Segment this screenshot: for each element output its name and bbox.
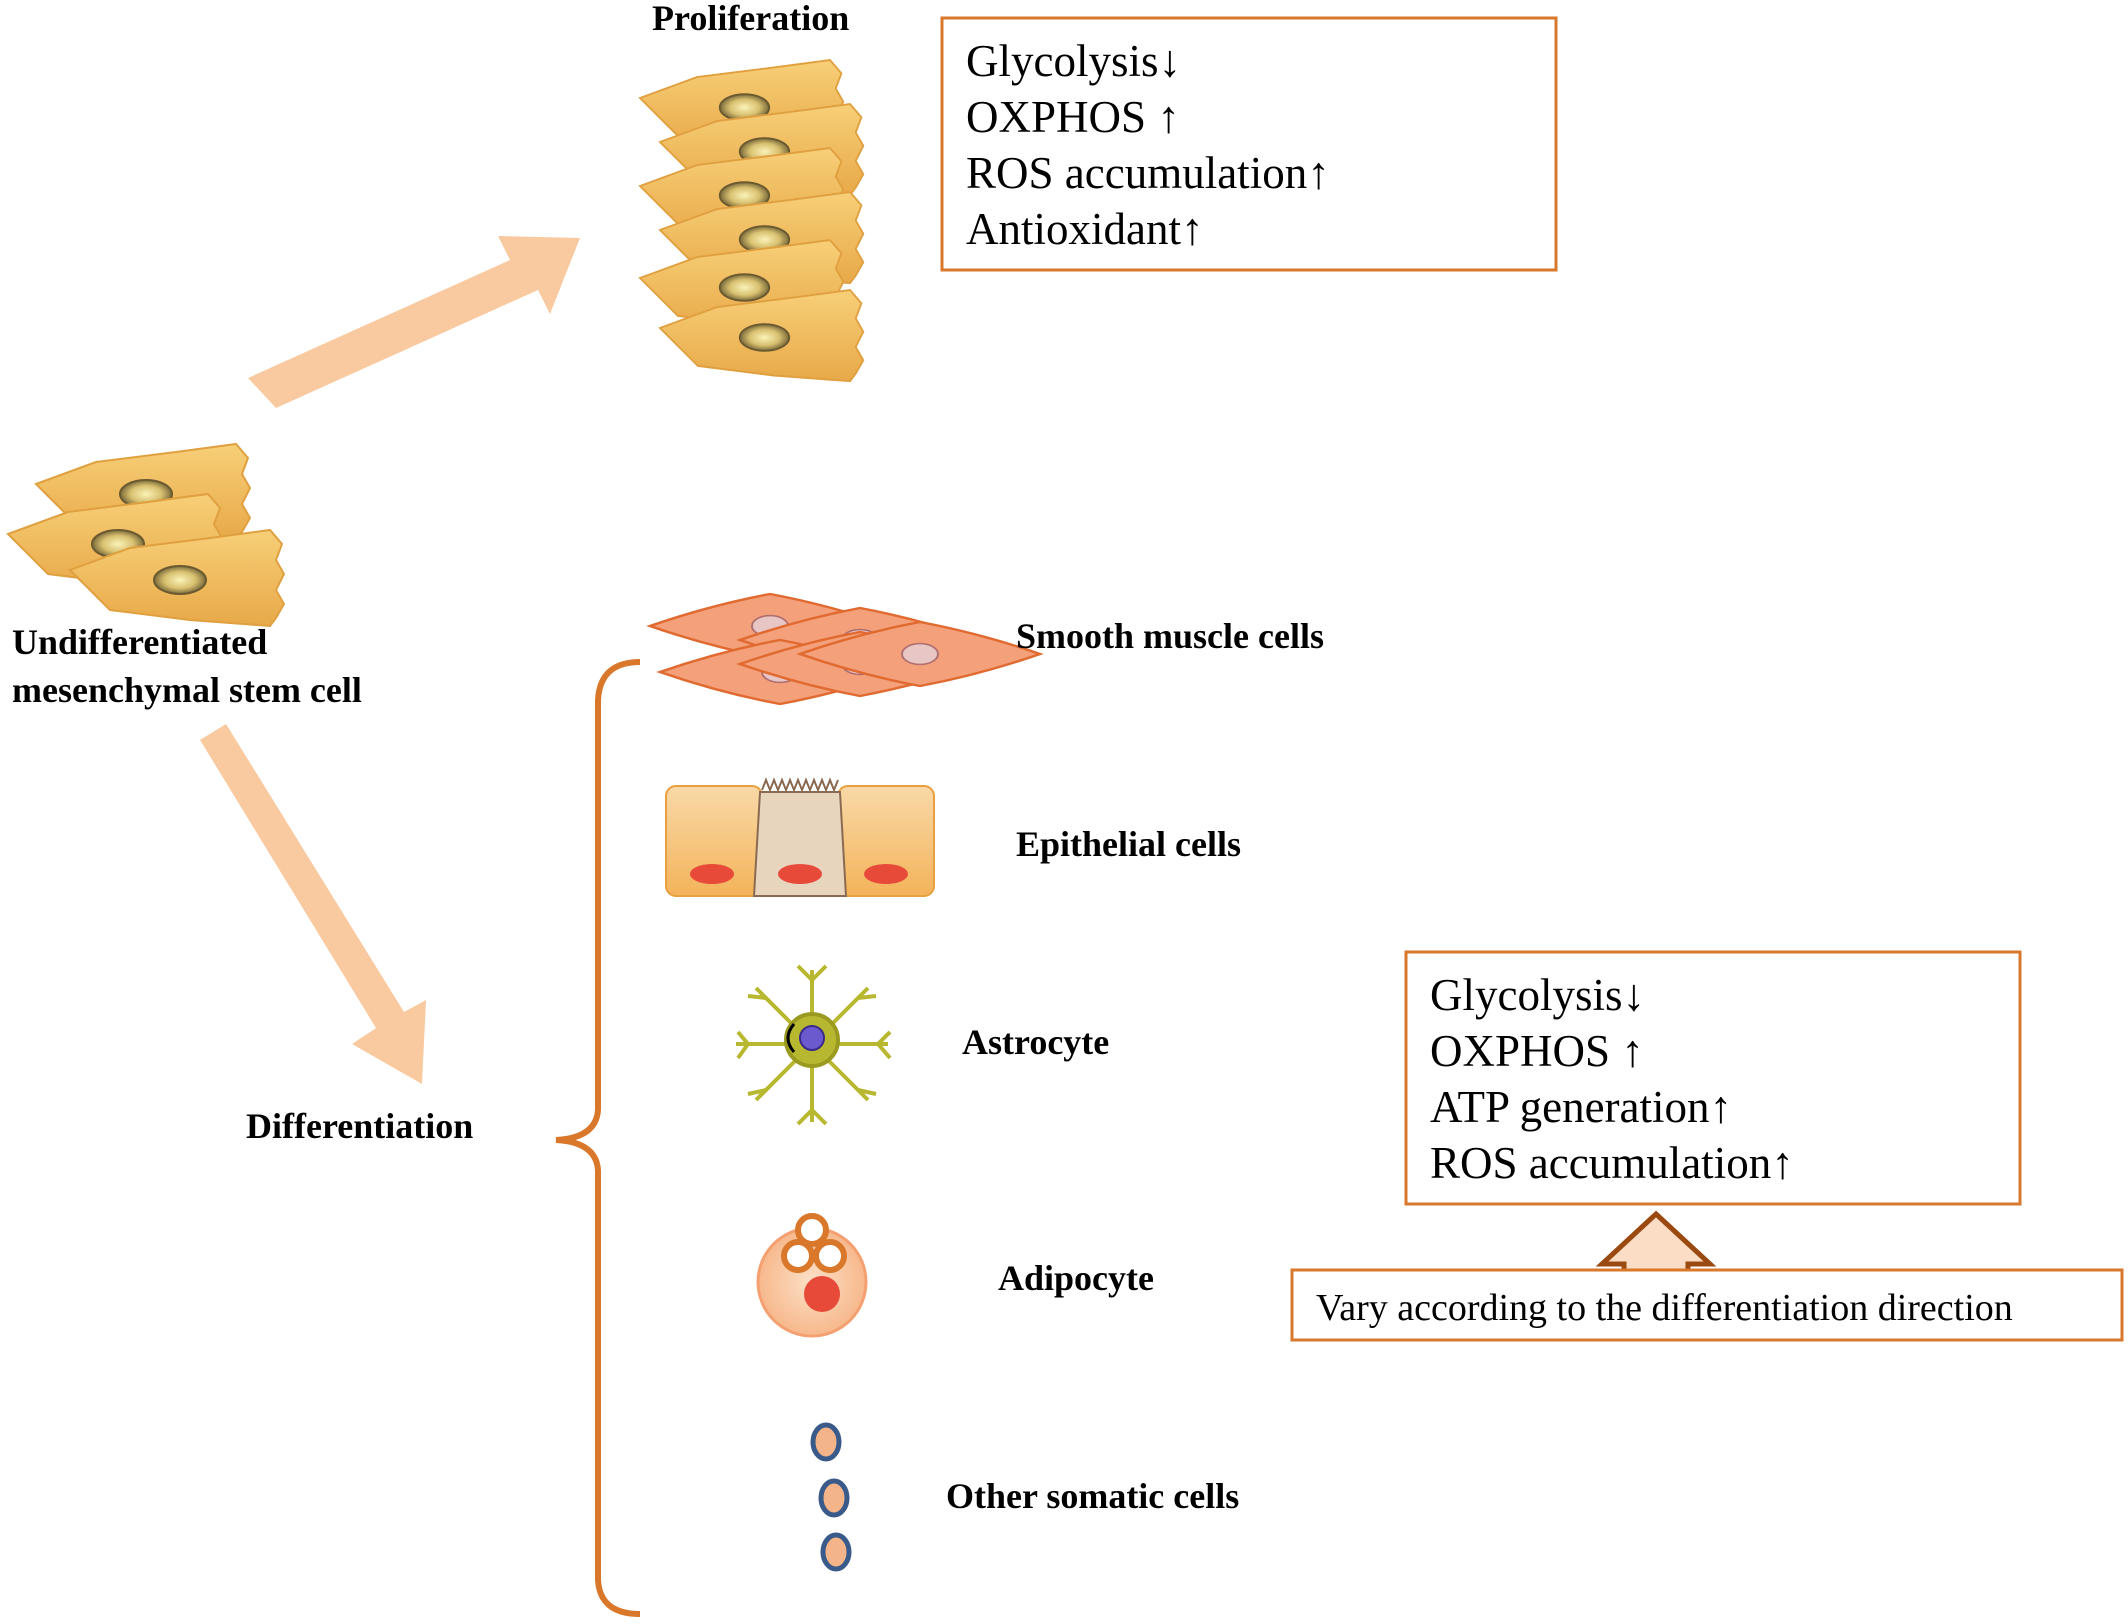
metabolism-line: Glycolysis↓ [1430,970,1645,1020]
proliferation-arrow [248,236,580,408]
metabolism-line: ATP generation↑ [1430,1082,1732,1132]
cell-type-label: Other somatic cells [946,1476,1239,1516]
metabolism-line: ROS accumulation↑ [966,148,1330,198]
metabolism-line: OXPHOS ↑ [1430,1026,1644,1076]
differentiation-label: Differentiation [246,1106,473,1146]
note-text: Vary according to the differentiation di… [1316,1287,2013,1329]
metabolism-line: Antioxidant↑ [966,204,1203,254]
proliferation-metabolism-box: Glycolysis↓ OXPHOS ↑ ROS accumulation↑ A… [940,16,1558,272]
metabolism-line: Glycolysis↓ [966,36,1181,86]
msc-cell-cluster [7,443,285,627]
differentiation-arrow [200,724,426,1084]
astrocyte-illustration [736,964,892,1126]
proliferating-cell-stack [639,59,865,383]
cell-type-label: Epithelial cells [1016,824,1241,864]
msc-label-line1: Undifferentiated [12,622,267,662]
epithelial-cells-illustration [665,777,935,897]
differentiation-bracket [555,659,641,1617]
cell-type-label: Astrocyte [962,1022,1109,1062]
note-box: Vary according to the differentiation di… [1290,1268,2124,1342]
smooth-muscle-cells-illustration [648,592,1042,706]
up-arrow-icon [1595,1210,1717,1275]
proliferation-label: Proliferation [652,0,849,38]
metabolism-line: ROS accumulation↑ [1430,1138,1794,1188]
differentiation-metabolism-box: Glycolysis↓ OXPHOS ↑ ATP generation↑ ROS… [1404,950,2022,1206]
other-somatic-cells-illustration [810,1422,852,1572]
msc-label-line2: mesenchymal stem cell [12,670,362,710]
adipocyte-illustration [756,1213,868,1338]
cell-type-label: Smooth muscle cells [1016,616,1324,656]
cell-type-label: Adipocyte [998,1258,1154,1298]
metabolism-line: OXPHOS ↑ [966,92,1180,142]
